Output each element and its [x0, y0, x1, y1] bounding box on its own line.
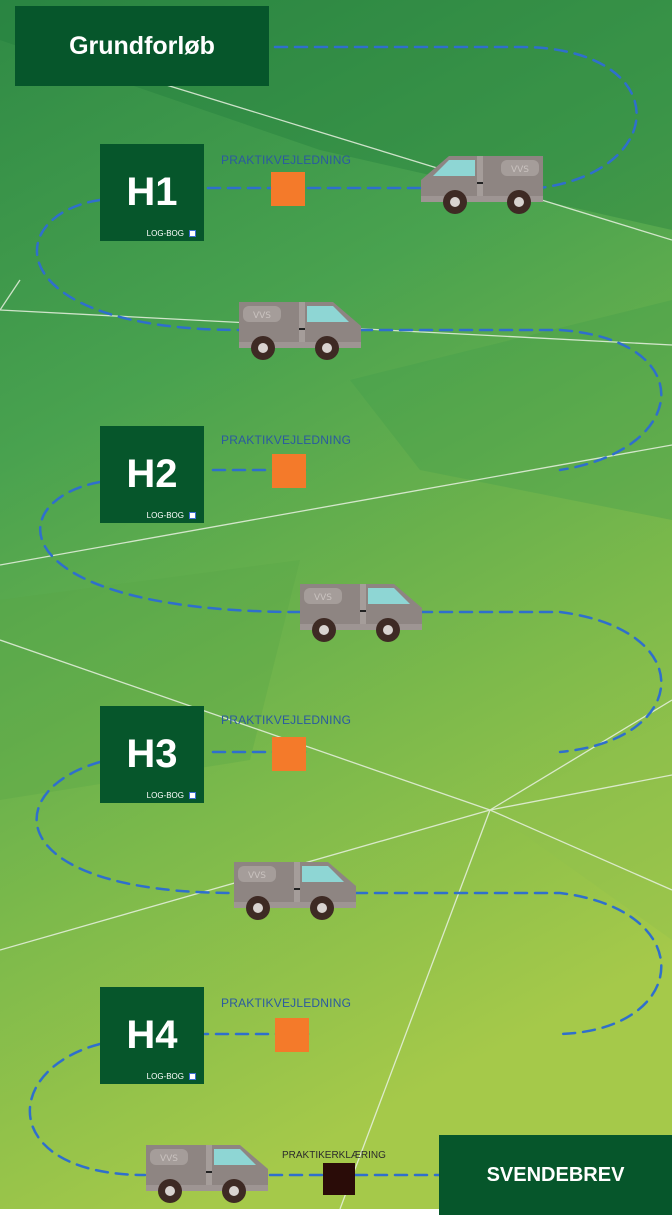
van-icon: VVS — [234, 862, 356, 920]
stage-h4-label: H4 — [126, 1013, 178, 1057]
van-icon: VVS — [300, 584, 422, 642]
logbog-icon — [189, 1073, 196, 1080]
stage-h1-label: H1 — [126, 170, 178, 214]
logbog-text: LOG-BOG — [146, 229, 184, 238]
praktikerklaering-label: PRAKTIKERKLÆRING — [282, 1150, 386, 1161]
logbog-text: LOG-BOG — [146, 791, 184, 800]
praktikerklaering-marker[interactable] — [323, 1163, 355, 1195]
praktikvejledning-label-h1: PRAKTIKVEJLEDNING — [221, 153, 352, 167]
praktikvejledning-marker-h1[interactable] — [271, 172, 305, 206]
van-icon: VVS — [146, 1145, 268, 1203]
stage-h3-label: H3 — [126, 732, 178, 776]
praktikvejledning-label-h2: PRAKTIKVEJLEDNING — [221, 433, 352, 447]
logbog-link-h3[interactable]: LOG-BOG — [147, 791, 196, 800]
logbog-text: LOG-BOG — [146, 511, 184, 520]
van-label: VVS — [314, 593, 332, 603]
van-label: VVS — [511, 165, 529, 175]
grundforlob-box[interactable]: Grundforløb — [15, 6, 269, 86]
logbog-icon — [189, 792, 196, 799]
svendebrev-box[interactable]: SVENDEBREV — [439, 1135, 672, 1215]
van-label: VVS — [160, 1154, 178, 1164]
logbog-text: LOG-BOG — [146, 1072, 184, 1081]
stage-h4-box[interactable]: H4 LOG-BOG — [100, 987, 204, 1084]
praktikvejledning-marker-h4[interactable] — [275, 1018, 309, 1052]
stage-h2-label: H2 — [126, 452, 178, 496]
praktikvejledning-label-h3: PRAKTIKVEJLEDNING — [221, 713, 352, 727]
van-label: VVS — [248, 871, 266, 881]
dashed-route-line — [28, 45, 663, 1177]
praktikvejledning-marker-h2[interactable] — [272, 454, 306, 488]
logbog-icon — [189, 230, 196, 237]
logbog-link-h4[interactable]: LOG-BOG — [147, 1072, 196, 1081]
stage-h3-box[interactable]: H3 LOG-BOG — [100, 706, 204, 803]
logbog-icon — [189, 512, 196, 519]
praktikvejledning-label-h4: PRAKTIKVEJLEDNING — [221, 996, 352, 1010]
stage-h2-box[interactable]: H2 LOG-BOG — [100, 426, 204, 523]
van-icon: VVS — [421, 156, 543, 214]
logbog-link-h1[interactable]: LOG-BOG — [147, 229, 196, 238]
logbog-link-h2[interactable]: LOG-BOG — [147, 511, 196, 520]
van-icon: VVS — [239, 302, 361, 360]
praktikvejledning-marker-h3[interactable] — [272, 737, 306, 771]
stage-h1-box[interactable]: H1 LOG-BOG — [100, 144, 204, 241]
van-label: VVS — [253, 311, 271, 321]
